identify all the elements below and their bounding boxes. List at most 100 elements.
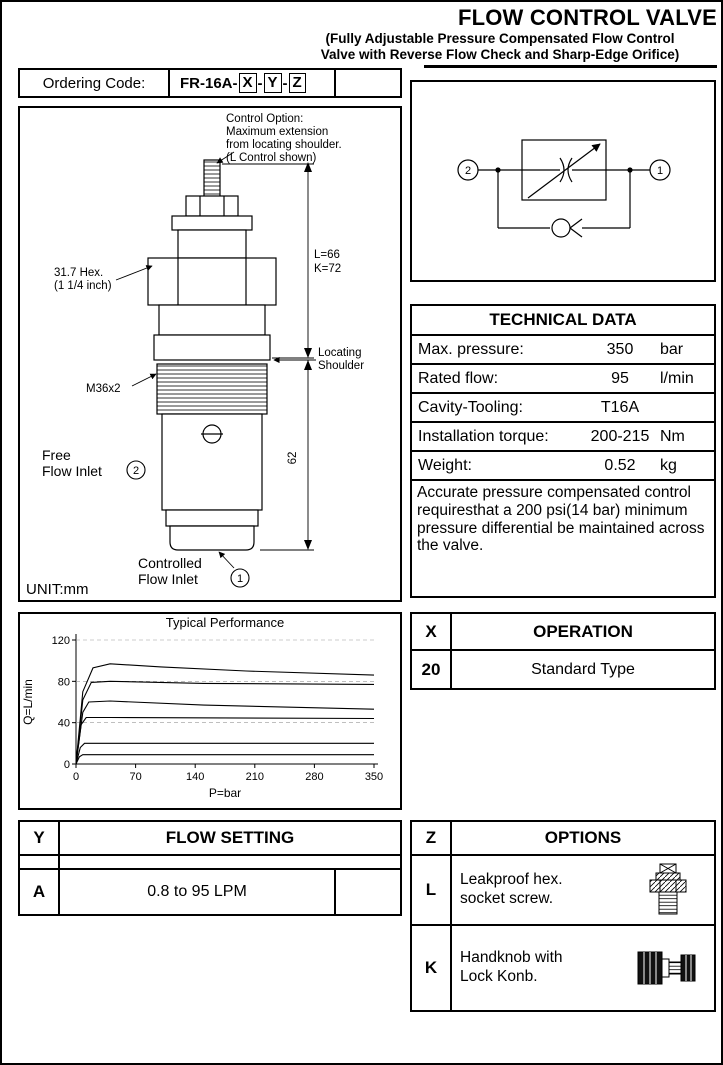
tech-row-unit: kg <box>660 456 677 474</box>
drawing-annotations: Control Option: Maximum extension from l… <box>26 113 364 598</box>
page-subtitle: (Fully Adjustable Pressure Compensated F… <box>283 31 717 63</box>
svg-text:0: 0 <box>73 771 79 783</box>
subtitle-line2: Valve with Reverse Flow Check and Sharp-… <box>320 47 680 63</box>
ordering-code-prefix: FR-16A- <box>180 74 238 92</box>
thread-size-label: M36x2 <box>86 383 121 395</box>
operation-col-code: X <box>412 614 452 649</box>
options-row-description: Leakproof hex. socket screw. <box>452 856 622 924</box>
tech-row-label: Rated flow: <box>418 369 499 387</box>
controlled-flow-inlet-line2: Flow Inlet <box>138 571 198 587</box>
flow-setting-row-a: A 0.8 to 95 LPM <box>20 870 400 914</box>
svg-text:80: 80 <box>58 676 70 688</box>
tech-row-weight: Weight: 0.52 kg <box>412 452 714 481</box>
subtitle-underline <box>424 65 717 68</box>
ordering-code-z: Z <box>288 73 306 93</box>
chart-series <box>75 716 375 765</box>
options-row-description: Handknob with Lock Konb. <box>452 926 622 1010</box>
dim-k-label: K=72 <box>314 263 341 275</box>
operation-table: X OPERATION 20 Standard Type <box>410 612 716 690</box>
options-row-l: L Leakproof hex. socket screw. <box>412 856 714 926</box>
tech-row-value: T16A <box>600 398 640 416</box>
symbol-lines <box>478 139 650 238</box>
technical-data-note: Accurate pressure compensated control re… <box>417 484 705 555</box>
ordering-code-label: Ordering Code: <box>20 70 170 96</box>
symbol-ports: 2 1 <box>457 159 671 181</box>
flow-setting-empty-cell <box>334 870 400 914</box>
chart-series <box>75 754 374 765</box>
technical-data-panel: TECHNICAL DATA Max. pressure: 350 bar Ra… <box>410 304 716 598</box>
svg-text:0: 0 <box>64 759 70 771</box>
options-l-line2: socket screw. <box>460 890 554 907</box>
options-row-code: K <box>412 926 452 1010</box>
svg-text:P=bar: P=bar <box>209 786 241 800</box>
tech-row-cavity-tooling: Cavity-Tooling: T16A <box>412 394 714 423</box>
svg-text:140: 140 <box>186 771 204 783</box>
tech-row-rated-flow: Rated flow: 95 l/min <box>412 365 714 394</box>
tech-row-installation-torque: Installation torque: 200-215 Nm <box>412 423 714 452</box>
page-title: FLOW CONTROL VALVE <box>457 5 717 30</box>
subtitle-line1: (Fully Adjustable Pressure Compensated F… <box>325 31 675 46</box>
flow-setting-table: Y FLOW SETTING A 0.8 to 95 LPM <box>18 820 402 916</box>
hex-socket-screw-icon <box>622 856 714 924</box>
tech-row-max-pressure: Max. pressure: 350 bar <box>412 336 714 365</box>
chart-series <box>75 663 375 765</box>
ordering-code-value: FR-16A- X - Y - Z <box>170 70 334 96</box>
symbol-port-2-number: 2 <box>465 165 471 177</box>
chart-series <box>75 680 375 765</box>
control-option-line1: Control Option: <box>226 113 303 125</box>
ordering-code-x: X <box>238 73 257 93</box>
free-flow-inlet-line1: Free <box>42 447 71 463</box>
tech-row-label: Max. pressure: <box>418 340 524 358</box>
locating-shoulder-line1: Locating <box>318 347 361 359</box>
handknob-drawing <box>637 951 696 985</box>
options-row-k: K Handknob with Lock Konb. <box>412 926 714 1010</box>
control-option-line3: from locating shoulder. <box>226 139 342 151</box>
chart-series <box>75 742 374 765</box>
port-markers: 2 1 <box>126 460 250 588</box>
flow-setting-spacer-cell <box>20 856 60 868</box>
flow-setting-col-code: Y <box>20 822 60 854</box>
tech-row-value: 95 <box>611 369 629 387</box>
control-option-line4: (L Control shown) <box>226 152 317 164</box>
symbol-port-1-circle <box>649 159 671 181</box>
tech-row-unit: bar <box>660 340 684 358</box>
options-k-line2: Lock Konb. <box>460 968 538 985</box>
valve-drawing: Control Option: Maximum extension from l… <box>26 113 364 598</box>
port-1-number: 1 <box>237 573 243 585</box>
svg-text:350: 350 <box>365 771 383 783</box>
chart-series <box>75 700 375 765</box>
operation-col-title: OPERATION <box>533 621 633 641</box>
tech-row-value: 350 <box>606 340 634 358</box>
ordering-code-box: Ordering Code: FR-16A- X - Y - Z <box>18 68 402 98</box>
options-row-code: L <box>412 856 452 924</box>
unit-label: UNIT:mm <box>26 581 89 598</box>
svg-text:210: 210 <box>246 771 264 783</box>
tech-row-unit: Nm <box>660 427 685 445</box>
options-col-title: OPTIONS <box>544 828 622 847</box>
valve-body-outline <box>147 159 277 551</box>
port-2-circle <box>126 460 146 480</box>
ordering-dash-2: - <box>282 74 288 92</box>
symbol-port-2-circle <box>457 159 479 181</box>
operation-row-label: Standard Type <box>531 660 635 678</box>
svg-text:40: 40 <box>58 718 70 730</box>
tech-row-label: Weight: <box>418 456 472 474</box>
options-k-line1: Handknob with <box>460 949 563 967</box>
controlled-flow-inlet-line1: Controlled <box>138 555 202 571</box>
hydraulic-symbol: 2 1 <box>457 139 671 238</box>
svg-text:Q=L/min: Q=L/min <box>21 679 35 725</box>
flow-setting-header-row: Y FLOW SETTING <box>20 822 400 856</box>
flow-setting-row-code: A <box>20 870 60 914</box>
hex-label-line2: (1 1/4 inch) <box>54 280 112 292</box>
ordering-code-y: Y <box>263 73 282 93</box>
options-table: Z OPTIONS L Leakproof hex. socket screw. <box>410 820 716 1012</box>
flow-setting-row-label: 0.8 to 95 LPM <box>147 883 247 900</box>
handknob-with-lock-icon <box>622 926 714 1010</box>
hydraulic-symbol-panel: 2 1 <box>410 80 716 282</box>
tech-row-label: Installation torque: <box>418 427 549 445</box>
ordering-empty-cell <box>334 70 400 96</box>
symbol-port-1-number: 1 <box>657 165 663 177</box>
operation-row-code: 20 <box>412 651 452 688</box>
